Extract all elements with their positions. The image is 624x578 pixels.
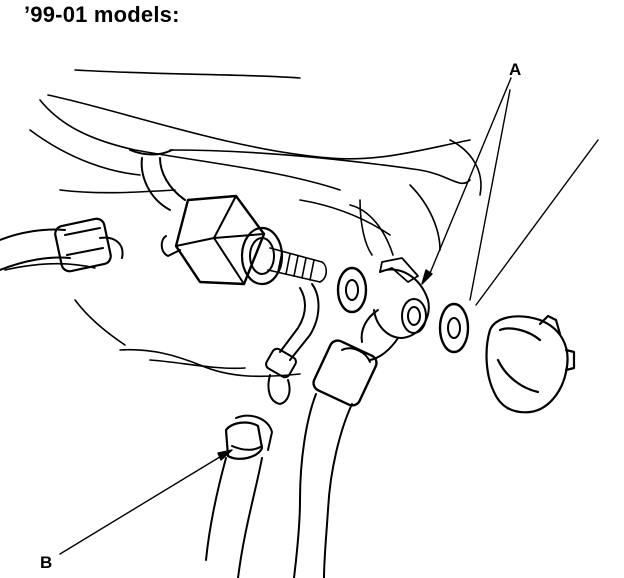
fuel-filter [130, 150, 282, 284]
engine-background-outline [5, 70, 481, 376]
return-hose [206, 416, 272, 578]
sealing-washer-left [338, 268, 366, 312]
small-fuel-pipe [264, 284, 318, 404]
arrowhead-b [218, 450, 232, 460]
leader-lines [60, 78, 598, 554]
service-cap [487, 316, 574, 412]
sealing-washer-right [440, 304, 468, 352]
page-title: ’99-01 models: [24, 2, 180, 27]
banjo-fitting [362, 258, 429, 360]
leader-line-washer [476, 140, 598, 305]
leader-line-a [428, 78, 511, 278]
arrowhead-a [422, 270, 432, 284]
filter-threaded-stem [268, 248, 326, 282]
feed-hose [294, 338, 379, 578]
callout-label-a: A [509, 60, 522, 79]
left-hose [0, 217, 123, 272]
callout-label-b: B [40, 553, 53, 572]
leader-line-b [60, 452, 228, 554]
